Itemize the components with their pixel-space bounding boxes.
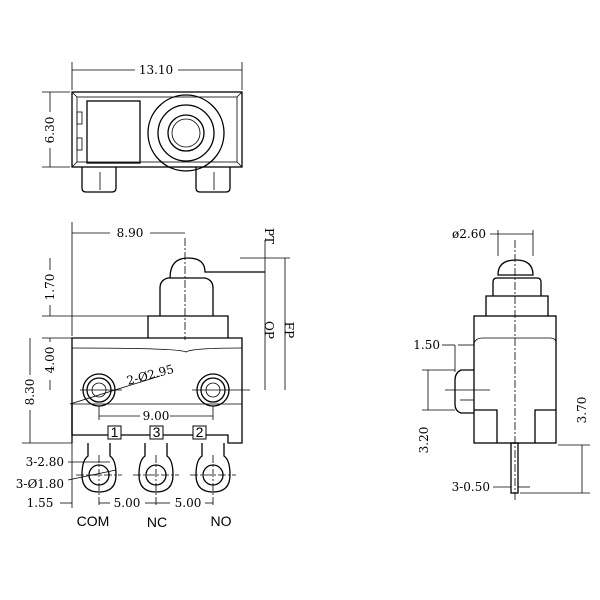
dim-8-30: 8.30 (23, 379, 37, 406)
terminal-width: 3-2.80 (26, 455, 64, 469)
terminal-number: 3 (153, 424, 161, 440)
terminal-name: COM (77, 513, 110, 529)
terminal-number: 2 (196, 424, 204, 440)
side-view: ø2.60 1.50 3.20 3.70 3-0.50 (413, 227, 590, 500)
op-label: OP (262, 321, 276, 339)
front-view: 2-Ø2.95 9.00 1 3 2 8.90 1.70 4.00 8.30 P… (16, 222, 296, 530)
terminal-number: 1 (111, 424, 119, 440)
top-view: 13.10 6.30 (42, 62, 243, 193)
dim-4-00: 4.00 (43, 347, 57, 374)
pitch-2: 5.00 (175, 496, 202, 510)
pt-label: PT (262, 228, 276, 244)
dim-1-55: 1.55 (27, 496, 54, 510)
dim-3-20: 3.20 (417, 427, 431, 454)
dim-3-70: 3.70 (575, 397, 589, 424)
pitch-1: 5.00 (114, 496, 141, 510)
terminal-name: NC (147, 514, 167, 530)
height-dimension: 6.30 (43, 117, 57, 144)
hole-spacing: 9.00 (143, 409, 170, 423)
pin-thickness: 3-0.50 (452, 480, 490, 494)
fp-label: FP (282, 322, 296, 338)
width-dimension: 13.10 (139, 63, 173, 77)
hole-diameter: 2-Ø2.95 (125, 362, 175, 388)
dim-8-90: 8.90 (117, 226, 144, 240)
terminal-name: NO (211, 513, 232, 529)
plunger-diameter: ø2.60 (452, 227, 486, 241)
terminal-hole: 3-Ø1.80 (16, 477, 64, 491)
dim-1-50: 1.50 (413, 338, 440, 352)
terminals (76, 443, 236, 505)
dim-1-70: 1.70 (43, 274, 57, 301)
